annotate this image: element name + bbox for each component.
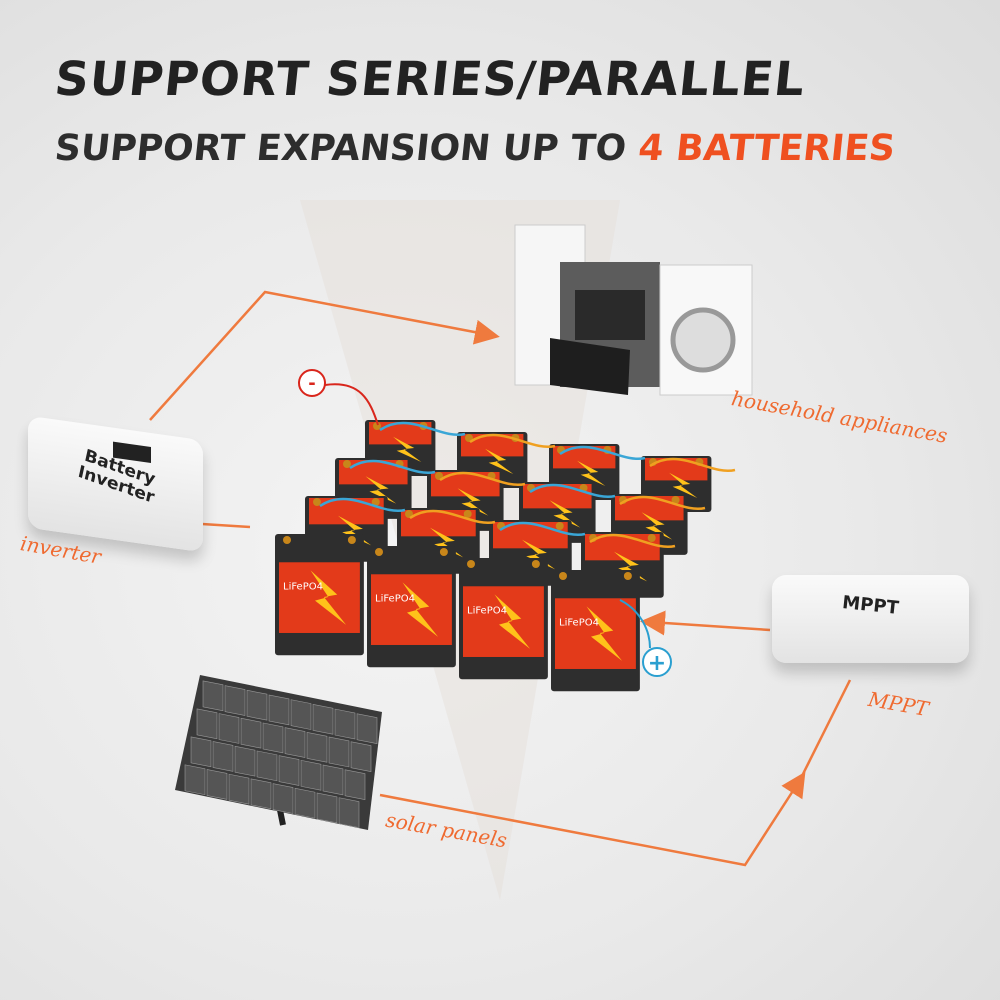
solar-cell [224,685,246,716]
solar-cell [300,759,322,791]
solar-cell [334,708,356,740]
solar-cell [278,755,300,786]
solar-cell [272,783,294,814]
solar-cell [350,741,372,772]
solar-cell [246,689,268,721]
battery: LiFePO4 [367,546,456,668]
solar-cell [196,708,218,740]
solar-cell [250,778,272,810]
solar-cell [344,769,366,800]
solar-cell [256,750,278,782]
solar-cell [316,792,338,824]
solar-cell [228,773,250,805]
solar-cell [356,713,378,745]
household-appliances-illustration [514,224,753,396]
battery-cable [319,497,406,513]
battery-cable [499,521,586,537]
mppt-device-label: MPPT [841,592,900,619]
solar-cell [284,727,306,758]
battery-cable [409,509,496,525]
battery: LiFePO4 [551,570,640,692]
solar-cell [312,704,334,735]
solar-cell [328,736,350,768]
battery-cable [349,459,436,475]
battery-cable [439,471,526,487]
positive-sign: + [648,651,666,676]
solar-cell [190,736,212,768]
solar-cell [290,699,312,730]
negative-sign: - [308,373,315,394]
solar-cell [184,764,206,796]
battery-logo: LiFePO4 [467,606,507,617]
battery-cable [589,533,676,549]
solar-cell [262,722,284,754]
solar-cell [218,713,240,744]
solar-cell [268,694,290,726]
arrow-mppt-to-batteries [640,610,771,636]
battery: LiFePO4 [275,534,364,656]
battery-logo: LiFePO4 [559,618,599,629]
arrow-mppt-line [793,679,852,791]
solar-cell [240,717,262,749]
negative-terminal-icon [298,369,326,397]
battery-logo: LiFePO4 [283,582,323,593]
battery-cable [649,457,736,473]
battery: LiFePO4 [459,558,548,680]
battery-bank: LiFePO4 LiFePO4 LiFePO4 LiFePO4 [275,420,736,692]
battery-cable [619,495,706,511]
positive-terminal-icon [642,647,672,677]
battery-cable [559,445,646,461]
battery-cable [379,421,466,437]
battery-logo: LiFePO4 [375,594,415,605]
arrow-solar-to-mppt [379,771,806,867]
solar-cell [294,787,316,819]
solar-cell [202,680,224,712]
solar-cell [338,797,360,828]
arrow-inverter-to-appliances [149,290,500,421]
battery-cable [529,483,616,499]
solar-cell [206,769,228,800]
solar-cell [306,731,328,763]
solar-cell [322,764,344,796]
mppt-device: MPPT [772,575,969,663]
solar-cell [212,741,234,772]
solar-panel-illustration [175,675,382,830]
solar-cell [234,745,256,777]
battery-cable [469,433,556,449]
